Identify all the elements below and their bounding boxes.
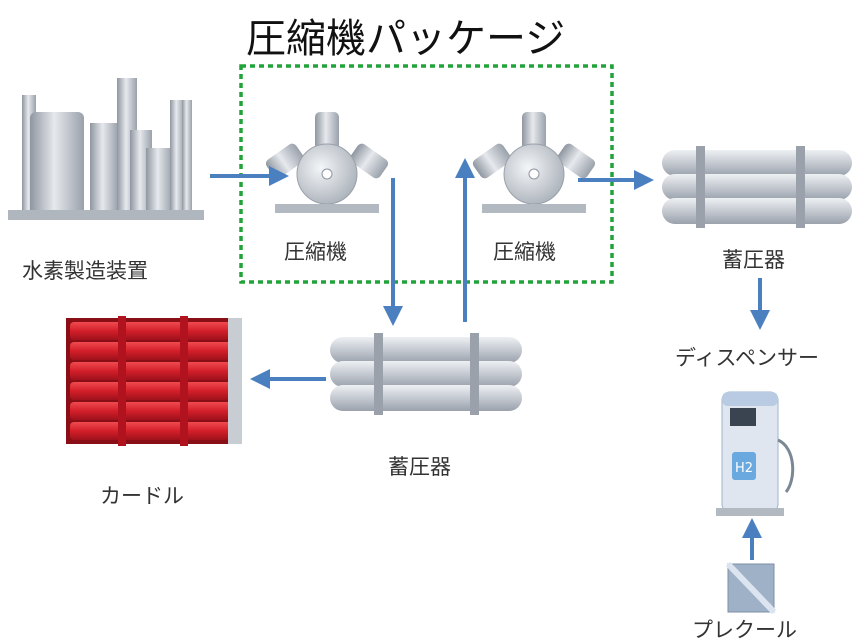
accumulator-center-illustration bbox=[330, 333, 522, 415]
label-precool: プレクール bbox=[692, 618, 797, 642]
label-accumulator-center: 蓄圧器 bbox=[388, 455, 451, 479]
label-hydrogen-plant: 水素製造装置 bbox=[22, 259, 148, 283]
label-compressor-2: 圧縮機 bbox=[493, 240, 556, 264]
diagram-title: 圧縮機パッケージ bbox=[246, 16, 566, 62]
dispenser-illustration bbox=[716, 391, 795, 516]
label-accumulator-right: 蓄圧器 bbox=[722, 248, 785, 272]
precool-illustration bbox=[725, 561, 777, 615]
label-curdle: カードル bbox=[100, 484, 184, 508]
compressor-1-illustration bbox=[265, 112, 389, 213]
dispenser-h2-badge: H2 bbox=[735, 461, 753, 476]
label-compressor-1: 圧縮機 bbox=[284, 240, 347, 264]
hydrogen-plant-illustration bbox=[8, 78, 204, 220]
compressor-2-illustration bbox=[472, 112, 596, 213]
accumulator-right-illustration bbox=[662, 146, 852, 228]
label-dispenser: ディスペンサー bbox=[675, 346, 820, 370]
curdle-illustration bbox=[66, 316, 242, 446]
